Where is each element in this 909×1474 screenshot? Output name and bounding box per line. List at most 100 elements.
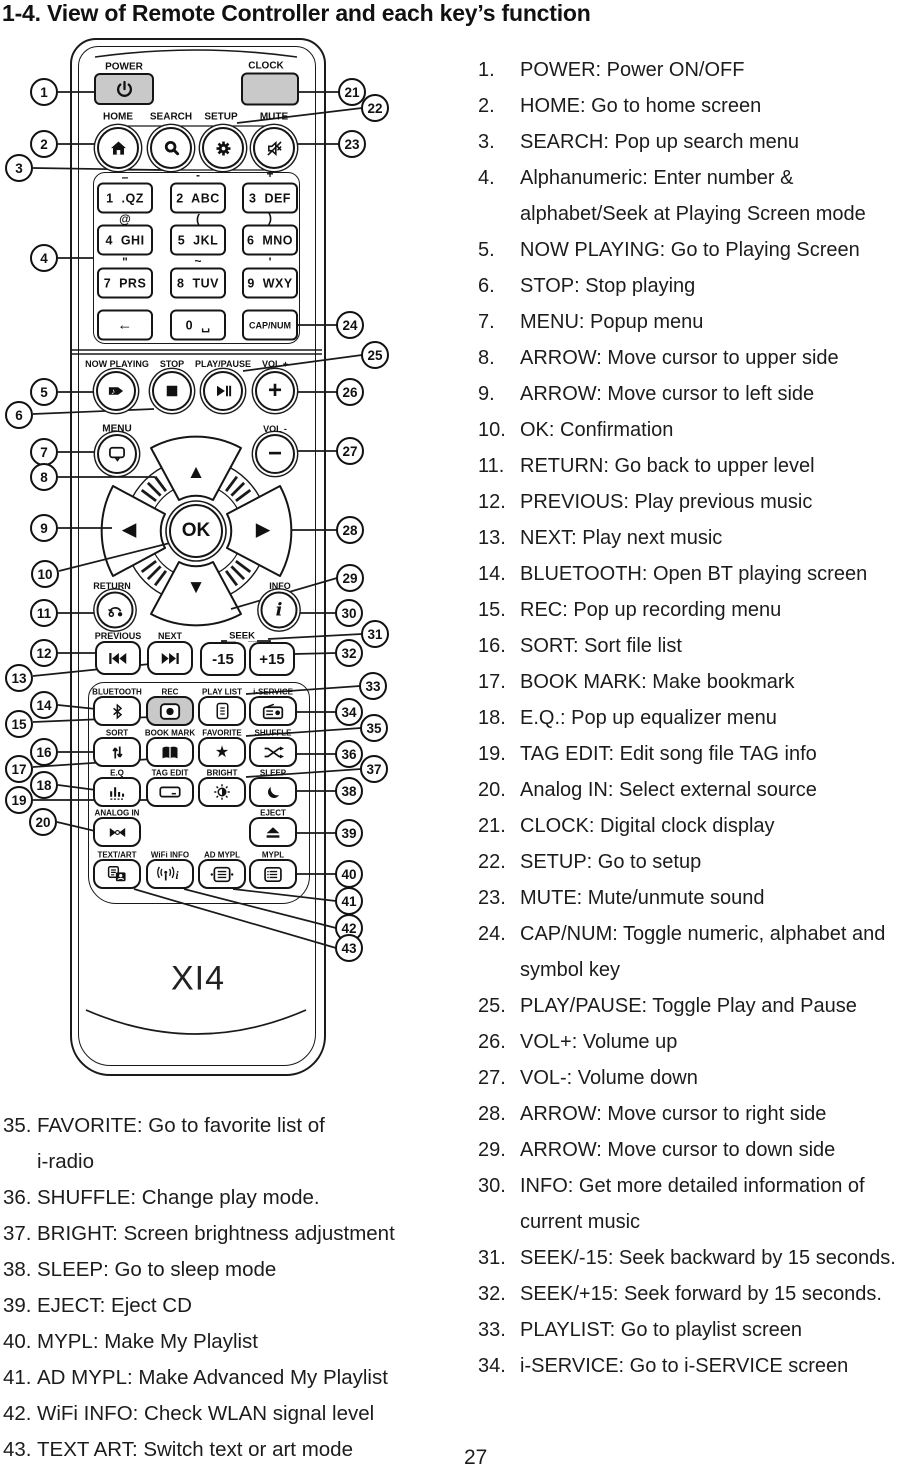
item-text: WiFi INFO: Check WLAN signal level	[37, 1402, 375, 1425]
power-icon	[116, 80, 132, 97]
function-item-42: 42.WiFi INFO: Check WLAN signal level	[3, 1396, 455, 1432]
brand-logo: XI4	[170, 959, 226, 998]
callout-12: 12	[30, 639, 58, 667]
item-text: SETUP: Go to setup	[520, 851, 702, 873]
page-number: 27	[464, 1446, 488, 1469]
item-number: 13.	[478, 527, 506, 549]
item-number: 33.	[478, 1319, 506, 1341]
moon-icon	[267, 786, 279, 798]
analog-in-icon	[109, 827, 125, 837]
remote-button-vol-down: −	[255, 434, 295, 474]
callout-31: 31	[361, 620, 389, 648]
iservice-radio-icon	[262, 703, 284, 719]
item-text: BOOK MARK: Make bookmark	[520, 671, 795, 693]
item-text: TAG EDIT: Edit song file TAG info	[520, 743, 817, 765]
callout-5: 5	[30, 378, 58, 406]
power-label: POWER	[105, 61, 143, 73]
item-number: 20.	[478, 779, 506, 801]
function-item-1: 1.POWER: Power ON/OFF	[478, 52, 906, 88]
remote-button-info: i	[260, 591, 298, 629]
mute-label: MUTE	[259, 111, 289, 123]
remote-button-play-pause	[203, 371, 243, 411]
remote-button-ad-mypl	[198, 859, 246, 889]
remote-button-wifi-info: i	[146, 859, 194, 889]
item-text: MYPL: Make My Playlist	[37, 1330, 258, 1353]
remote-button-mypl	[249, 859, 297, 889]
item-text: RETURN: Go back to upper level	[520, 455, 815, 477]
item-number: 34.	[478, 1355, 506, 1377]
item-number: 5.	[478, 239, 495, 261]
item-number: 37.	[3, 1222, 32, 1245]
function-item-19: 19. TAG EDIT: Edit song file TAG info	[478, 736, 906, 772]
function-item-23: 23.MUTE: Mute/unmute sound	[478, 880, 906, 916]
symbol-plus: +	[266, 167, 274, 181]
callout-36: 36	[335, 740, 363, 768]
item-text: ARROW: Move cursor to left side	[520, 383, 815, 405]
callout-7: 7	[30, 438, 58, 466]
remote-button-search	[150, 127, 192, 169]
callout-2: 2	[30, 130, 58, 158]
function-item-18: 18.E.Q.: Pop up equalizer menu	[478, 700, 906, 736]
remote-button-sort	[93, 737, 141, 767]
item-number: 40.	[3, 1330, 32, 1353]
remote-button-eject	[249, 817, 297, 847]
callout-10: 10	[31, 560, 59, 588]
item-number: 27.	[478, 1067, 506, 1089]
function-item-25: 25.PLAY/PAUSE: Toggle Play and Pause	[478, 988, 906, 1024]
plus-icon: +	[267, 377, 282, 404]
mypl-label: MYPL	[261, 850, 285, 860]
menu-bubble-icon	[109, 446, 125, 462]
item-number: 21.	[478, 815, 506, 837]
item-text: i-SERVICE: Go to i-SERVICE screen	[520, 1355, 849, 1377]
mute-icon	[266, 140, 282, 156]
rec-label: REC	[161, 687, 179, 697]
callout-29: 29	[336, 564, 364, 592]
item-number: 14.	[478, 563, 506, 585]
function-list-bottom: 35.FAVORITE: Go to favorite list of i-ra…	[3, 1108, 455, 1468]
callout-26: 26	[336, 378, 364, 406]
keypad-key-1: 1 .QZ	[97, 182, 153, 214]
function-item-36: 36.SHUFFLE: Change play mode.	[3, 1180, 455, 1216]
function-item-40: 40.MYPL: Make My Playlist	[3, 1324, 455, 1360]
item-text: ARROW: Move cursor to down side	[520, 1139, 836, 1161]
remote-button-stop	[152, 371, 192, 411]
item-number: 19.	[478, 743, 506, 765]
callout-39: 39	[335, 819, 363, 847]
function-item-6: 6.STOP: Stop playing	[478, 268, 906, 304]
playlist-icon	[216, 702, 228, 720]
bluetooth-icon	[112, 702, 122, 720]
return-icon	[107, 606, 122, 617]
function-item-29: 29.ARROW: Move cursor to down side	[478, 1132, 906, 1168]
item-text: ARROW: Move cursor to upper side	[520, 347, 839, 369]
item-text: SLEEP: Go to sleep mode	[37, 1258, 277, 1281]
brightness-icon	[214, 784, 230, 800]
item-number: 10.	[478, 419, 506, 441]
callout-41: 41	[335, 887, 363, 915]
item-text: SORT: Sort file list	[520, 635, 682, 657]
keypad-key-3: 3 DEF	[242, 182, 298, 214]
item-text: FAVORITE: Go to favorite list of i-radio	[37, 1114, 325, 1173]
function-item-43: 43.TEXT ART: Switch text or art mode	[3, 1432, 455, 1468]
function-item-22: 22.SETUP: Go to setup	[478, 844, 906, 880]
item-number: 35.	[3, 1114, 32, 1137]
function-item-38: 38.SLEEP: Go to sleep mode	[3, 1252, 455, 1288]
ad-mypl-label: AD MYPL	[204, 850, 240, 860]
seek-label: SEEK	[227, 630, 257, 642]
remote-button-eq	[93, 777, 141, 807]
svg-text:♪: ♪	[111, 386, 115, 396]
eq-label: E.Q	[110, 768, 124, 778]
dpad-left-arrow-icon: ◀	[121, 519, 137, 541]
item-text: PLAYLIST: Go to playlist screen	[520, 1319, 802, 1341]
item-number: 7.	[478, 311, 495, 333]
item-text: BLUETOOTH: Open BT playing screen	[520, 563, 868, 585]
item-text: CLOCK: Digital clock display	[520, 815, 775, 837]
callout-13: 13	[5, 664, 33, 692]
item-text: Analog IN: Select external source	[520, 779, 817, 801]
callout-8: 8	[30, 463, 58, 491]
item-number: 17.	[478, 671, 506, 693]
function-item-13: 13.NEXT: Play next music	[478, 520, 906, 556]
function-item-34: 34. i-SERVICE: Go to i-SERVICE screen	[478, 1348, 906, 1384]
callout-9: 9	[30, 514, 58, 542]
function-item-7: 7.MENU: Popup menu	[478, 304, 906, 340]
function-item-39: 39.EJECT: Eject CD	[3, 1288, 455, 1324]
